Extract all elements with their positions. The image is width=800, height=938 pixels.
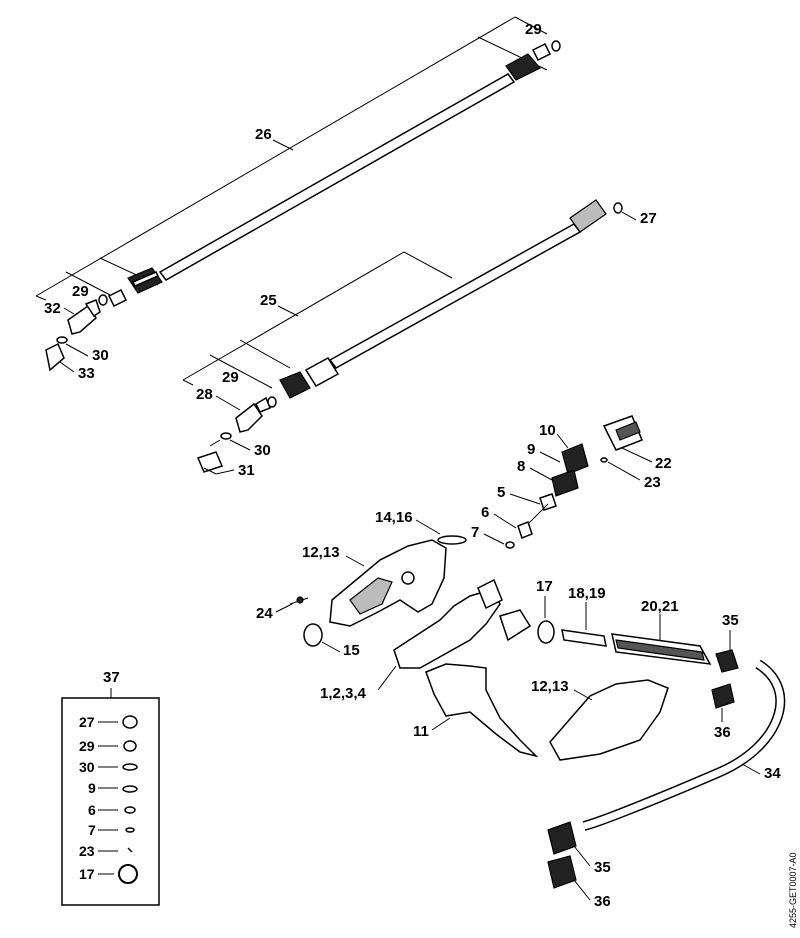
kit-seal-23 (127, 847, 133, 853)
kit-label-30: 30 (79, 759, 95, 775)
lance-25 (182, 199, 623, 413)
fitting-35-bottom (547, 821, 577, 855)
kit-label-9: 9 (88, 780, 96, 796)
adapter-22 (600, 415, 643, 463)
ring-15 (303, 623, 323, 647)
label-15: 15 (343, 642, 360, 659)
label-17: 17 (536, 578, 553, 595)
pipe-18-19 (561, 629, 607, 647)
screw-24 (289, 596, 309, 605)
fitting-36-top (711, 683, 735, 709)
label-24: 24 (256, 605, 273, 622)
kit-seal-30 (122, 763, 138, 771)
label-34: 34 (764, 765, 781, 782)
label-26: 26 (255, 126, 272, 143)
handle-shell-12-13-bottom (549, 679, 669, 761)
kit-box (61, 697, 160, 906)
label-30-left: 30 (92, 347, 109, 364)
document-reference: 4255-GET0007-A0 (788, 852, 798, 928)
label-11: 11 (413, 723, 429, 740)
label-37: 37 (103, 669, 120, 686)
label-23: 23 (644, 474, 661, 491)
handle-shell-12-13 (329, 535, 467, 627)
valve-parts (505, 443, 589, 549)
kit-seal-17 (118, 864, 138, 884)
label-9: 9 (527, 441, 535, 458)
label-18-19: 18,19 (568, 585, 606, 602)
hose-34 (582, 659, 786, 831)
label-29-top: 29 (525, 21, 542, 38)
label-35-top: 35 (722, 612, 739, 629)
kit-seal-6 (124, 806, 136, 814)
fitting-36-bottom (547, 855, 577, 889)
label-35-bottom: 35 (594, 859, 611, 876)
label-22: 22 (655, 455, 672, 472)
kit-label-23: 23 (79, 843, 95, 859)
label-29-mid: 29 (222, 369, 239, 386)
nozzle-32-33 (45, 299, 101, 372)
valve-body-1-4 (393, 578, 555, 669)
label-1-2-3-4: 1,2,3,4 (320, 685, 367, 702)
label-33: 33 (78, 365, 95, 382)
grip-20-21 (611, 633, 712, 665)
label-27: 27 (640, 210, 657, 227)
kit-label-6: 6 (88, 802, 96, 818)
kit-seal-27 (122, 715, 138, 729)
label-7: 7 (471, 524, 479, 541)
kit-label-29: 29 (79, 738, 95, 754)
label-12-13-top: 12,13 (302, 544, 340, 561)
nozzle-28-31 (196, 402, 263, 473)
kit-seal-9 (122, 785, 138, 793)
label-20-21: 20,21 (641, 598, 679, 615)
label-36-bottom: 36 (594, 893, 611, 910)
label-30-mid: 30 (254, 442, 271, 459)
kit-seal-7 (125, 827, 135, 833)
callout-labels: 29 26 27 29 32 30 33 25 29 28 30 31 10 9… (44, 21, 781, 910)
label-28: 28 (196, 386, 213, 403)
kit-seal-29 (123, 740, 137, 752)
lance-26 (35, 16, 561, 308)
trigger-11 (425, 663, 539, 758)
fitting-35-top (715, 649, 739, 673)
kit-label-7: 7 (88, 822, 96, 838)
seal-kit-37: 37 27 29 30 9 6 7 23 17 (61, 669, 160, 906)
label-32: 32 (44, 300, 61, 317)
label-14-16: 14,16 (375, 509, 413, 526)
label-6: 6 (481, 504, 489, 521)
label-12-13-bottom: 12,13 (531, 678, 569, 695)
label-29-left: 29 (72, 283, 89, 300)
label-5: 5 (497, 484, 505, 501)
kit-label-27: 27 (79, 714, 95, 730)
label-25: 25 (260, 292, 277, 309)
kit-label-17: 17 (79, 866, 95, 882)
label-10: 10 (539, 422, 556, 439)
label-36-top: 36 (714, 724, 731, 741)
label-31: 31 (238, 462, 255, 479)
label-8: 8 (517, 458, 525, 475)
